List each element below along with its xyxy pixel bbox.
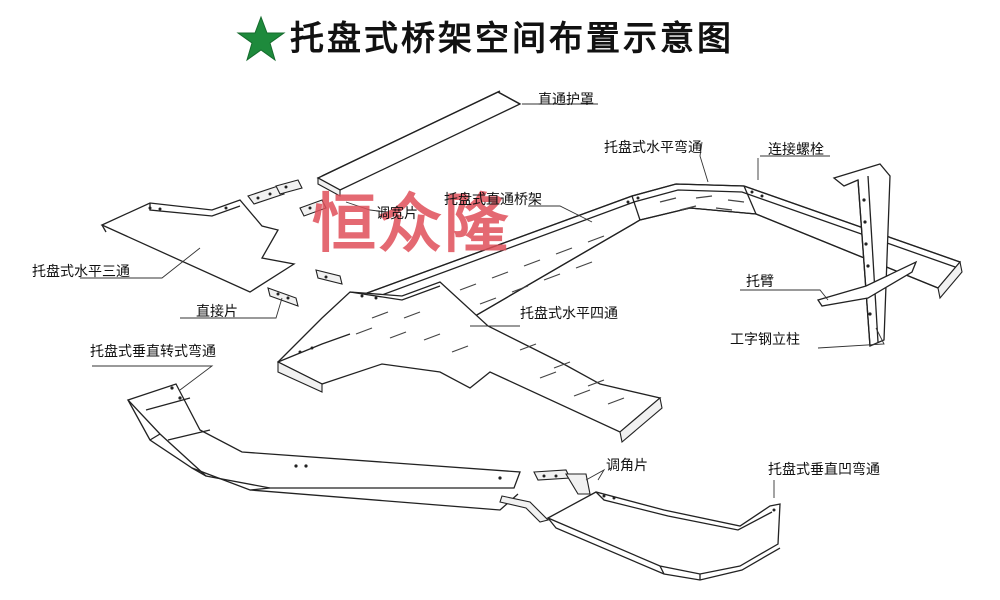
leader-lines	[80, 103, 885, 498]
column-and-bracket	[816, 163, 918, 347]
label-horizontal-tee: 托盘式水平三通	[32, 264, 130, 280]
horizontal-tee-part	[100, 199, 296, 293]
adjusting-plates	[247, 179, 327, 217]
green-star-icon	[236, 15, 286, 62]
label-horizontal-elbow: 托盘式水平弯通	[604, 140, 702, 156]
label-horizontal-cross: 托盘式水平四通	[520, 306, 618, 322]
watermark-text: 恒众隆	[312, 188, 510, 262]
label-angle-plate: 调角片	[606, 458, 648, 474]
diagram-title: 托盘式桥架空间布置示意图	[290, 19, 734, 59]
angle-plates	[499, 469, 591, 523]
horizontal-cross-part	[276, 281, 663, 444]
splice-plates	[267, 269, 343, 307]
label-adjusting-plate: 调宽片	[376, 206, 418, 222]
label-connecting-bolt: 连接螺栓	[768, 142, 824, 158]
label-splice-plate: 直接片	[196, 304, 238, 320]
vertical-elbow-part	[126, 383, 521, 511]
label-vertical-concave-elbow: 托盘式垂直凹弯通	[768, 462, 880, 478]
tray-perforations	[355, 195, 745, 405]
vertical-concave-elbow-part	[546, 491, 781, 581]
label-steel-column: 工字钢立柱	[730, 332, 800, 348]
label-straight-tray: 托盘式直通桥架	[444, 192, 542, 208]
label-bracket-arm: 托臂	[746, 274, 774, 290]
label-vertical-elbow: 托盘式垂直转式弯通	[90, 344, 216, 360]
straight-cover-part	[316, 90, 522, 197]
label-straight-cover: 直通护罩	[538, 92, 594, 108]
